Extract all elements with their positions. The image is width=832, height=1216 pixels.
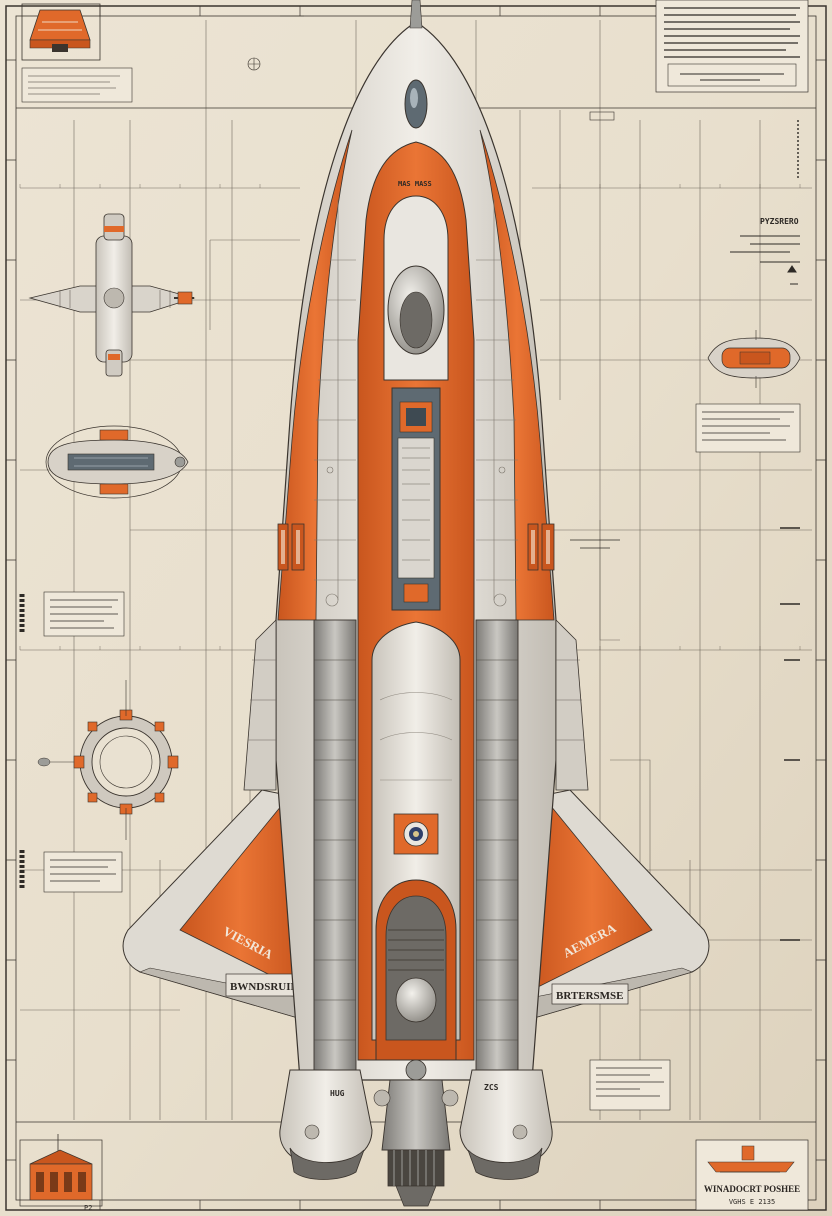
right-flank-orange [479,129,555,621]
left-engine-pod: HUG [279,1069,373,1180]
pod-left-label: HUG [330,1089,345,1098]
footer-subtitle: VGHS E 2135 [729,1198,775,1206]
left-wing: VIESRIA BWNDSRUINS [122,789,313,1023]
nose-tip [409,0,423,29]
main-nozzle [373,1079,459,1207]
spec-block-topleft [21,67,133,103]
left-booster [313,619,357,1081]
spaceship-main-view: VIESRIA BWNDSRUINS AEMERA BRTERSMSE [122,0,710,1207]
dimension-ticks [19,184,801,650]
pod-right-label: ZCS [484,1083,499,1092]
shoulder-struts [243,619,589,791]
engine-nacelle-icon [707,330,801,388]
title-ship-icon [707,1145,795,1173]
spec-block-left-lower [19,850,123,893]
header-plate-label: MAS MASS [398,180,432,188]
right-engine-pod: ZCS [459,1069,553,1180]
spec-block-right-lower [589,1059,671,1111]
right-booster [475,619,519,1081]
pod-icon [45,425,189,499]
spec-right-block: PYZSRERO [730,120,800,285]
top-center-marks [247,15,615,121]
space-station-icon [28,213,196,377]
footer-code: P2 [84,1204,92,1212]
spec-right-label: PYZSRERO [760,217,799,226]
emblem-icon [393,813,439,855]
title-block: WINADOCRT POSHEE VGHS E 2135 [695,1139,809,1211]
left-flank-orange [277,129,353,621]
ring-module-icon [37,680,179,840]
footer-title: WINADOCRT POSHEE [704,1184,800,1194]
plate-right-label: BRTERSMSE [556,990,623,1002]
spec-block-right [570,403,801,941]
hangar-icon: P2 [19,1134,103,1212]
capsule-icon [21,3,101,61]
plate-left-label: BWNDSRUINS [230,981,305,993]
hull-panel-lines [314,200,518,607]
spec-block-left [19,591,125,637]
spec-sheet-topright [655,0,809,93]
right-wing: AEMERA BRTERSMSE [519,789,710,1023]
